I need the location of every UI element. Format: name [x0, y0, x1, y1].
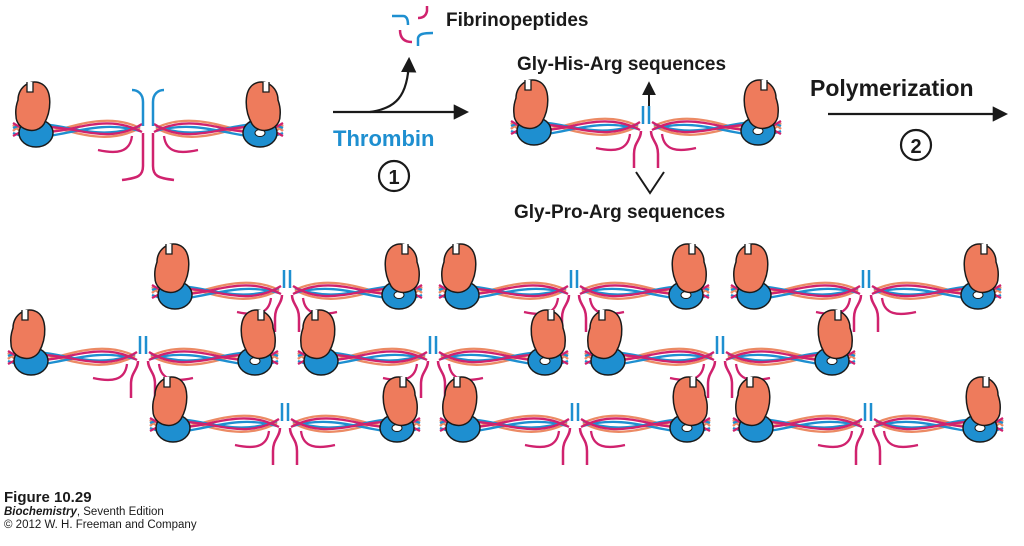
polymer-monomer: [583, 308, 857, 400]
fibrinopeptides-label: Fibrinopeptides: [446, 10, 589, 31]
figure-number: Figure 10.29: [4, 489, 92, 506]
figure-caption: Figure 10.29 Biochemistry, Seventh Editi…: [4, 489, 197, 533]
book-title: Biochemistry: [4, 506, 77, 519]
gly-pro-arg-pointer: [635, 171, 665, 195]
polymer-monomer: [438, 375, 712, 467]
thrombin-reaction-arrow: [333, 56, 470, 120]
copyright-line: © 2012 W. H. Freeman and Company: [4, 519, 197, 532]
fibrinogen-monomer: [11, 80, 285, 182]
fibrinopeptides-fragments: [392, 6, 434, 46]
step-1-number: 1: [388, 167, 399, 189]
polymer-monomer: [729, 242, 1003, 334]
book-citation: Biochemistry, Seventh Edition: [4, 506, 197, 519]
book-edition: , Seventh Edition: [76, 506, 164, 519]
polymer-monomer: [437, 242, 711, 334]
gly-his-arg-label: Gly-His-Arg sequences: [517, 54, 726, 75]
gly-pro-arg-label: Gly-Pro-Arg sequences: [514, 202, 725, 223]
polymer-monomer: [296, 308, 570, 400]
thrombin-label: Thrombin: [333, 126, 434, 151]
polymer-monomer: [150, 242, 424, 334]
step-2-circle: [899, 128, 933, 162]
step-1-circle: [377, 159, 411, 193]
polymer-monomer: [148, 375, 422, 467]
polymer-monomer: [6, 308, 280, 400]
fibrin-monomer: [509, 78, 783, 170]
polymer-monomer: [731, 375, 1005, 467]
fibrin-polymer-network: [6, 242, 1005, 467]
polymerization-label: Polymerization: [810, 75, 974, 101]
step-2-number: 2: [910, 136, 921, 158]
